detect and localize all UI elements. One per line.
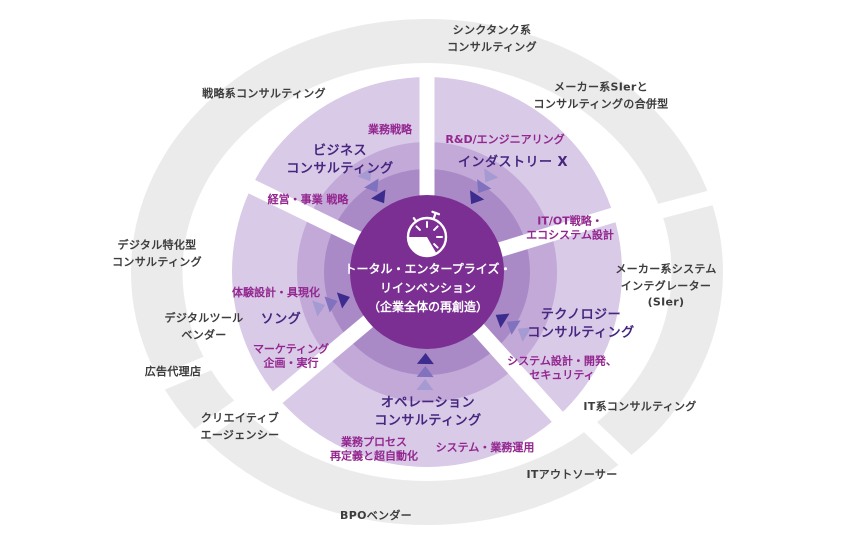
- outer-ring-gaps: [137, 185, 734, 480]
- outer-ring: [130, 19, 734, 525]
- inward-arrows: [312, 167, 532, 391]
- inward-arrow-business: [357, 167, 386, 204]
- outer-ring-band: [130, 19, 724, 525]
- inward-arrow-operations: [416, 352, 434, 391]
- inward-arrow-technology: [495, 313, 532, 342]
- inward-arrow-industry-x: [469, 168, 499, 205]
- stopwatch-icon: [406, 210, 448, 258]
- center-circle: [350, 195, 504, 349]
- inward-arrow-song: [312, 292, 350, 317]
